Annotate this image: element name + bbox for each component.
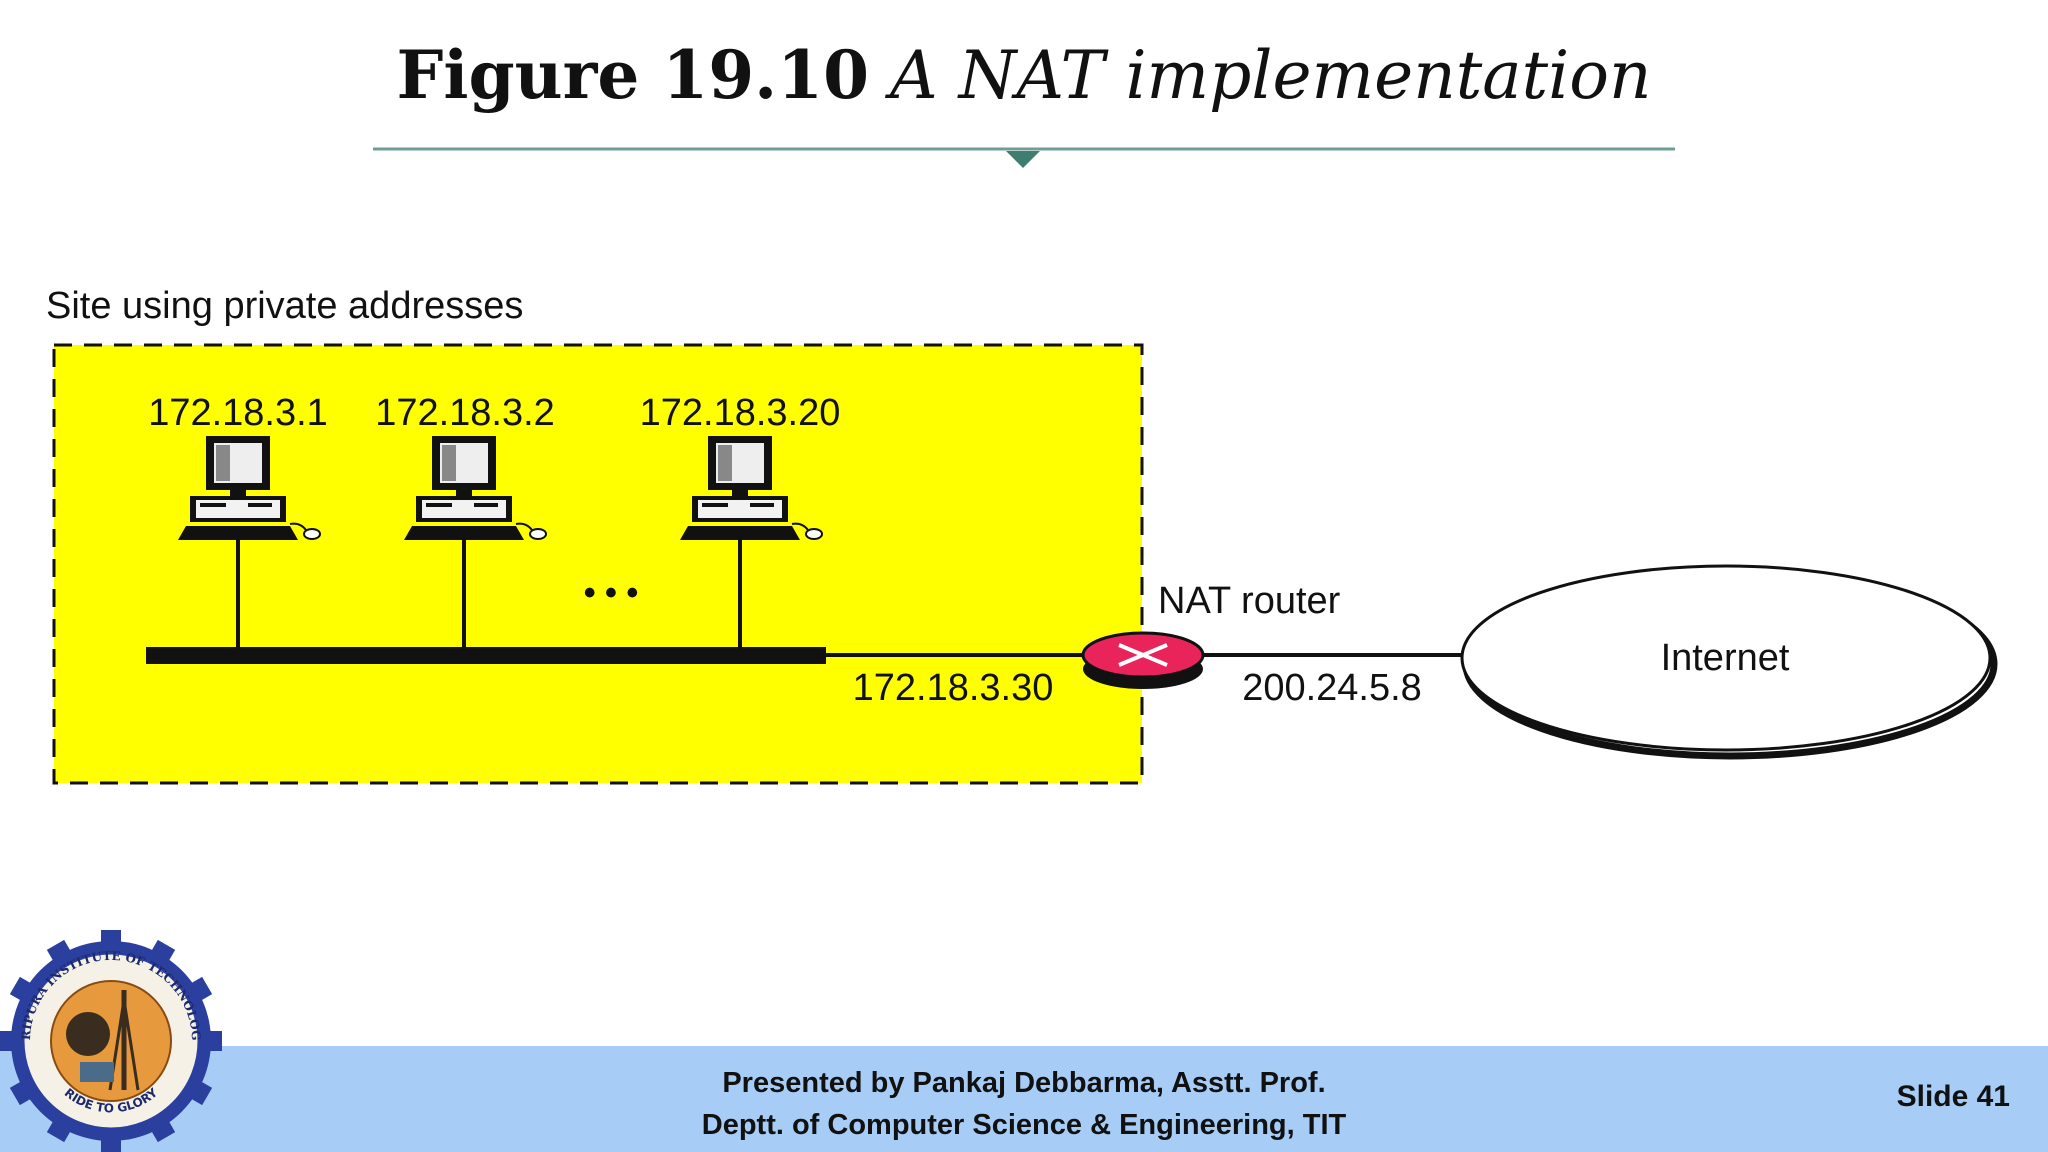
presenter-line: Presented by Pankaj Debbarma, Asstt. Pro… [722, 1067, 1326, 1099]
nat-router-label: NAT router [1158, 580, 1341, 622]
internet-label: Internet [1661, 637, 1790, 679]
slide-title: Figure 19.10 A NAT implementation [0, 36, 2048, 114]
host-3-address: 172.18.3.20 [640, 392, 841, 434]
router-private-address: 172.18.3.30 [853, 667, 1054, 709]
footer-band [0, 1046, 2048, 1152]
computer-icon [404, 436, 547, 540]
router-public-address: 200.24.5.8 [1242, 667, 1422, 709]
slide-number: Slide 41 [1896, 1080, 2010, 1113]
more-hosts-ellipsis: • • • [584, 574, 639, 612]
computer-icon [178, 436, 321, 540]
host-2-address: 172.18.3.2 [375, 392, 555, 434]
private-site-box [52, 343, 1144, 785]
department-line: Deptt. of Computer Science & Engineering… [701, 1109, 1347, 1141]
nat-router-icon [1081, 631, 1205, 689]
divider-arrow-icon [1006, 151, 1040, 168]
nat-diagram: Site using private addresses 172.18.3.1 … [46, 147, 1998, 785]
institute-logo: TRIPURA INSTITUTE OF TECHNOLOGY RIDE TO … [0, 930, 222, 1152]
figure-number: Figure 19.10 [396, 36, 870, 114]
host-1-address: 172.18.3.1 [148, 392, 328, 434]
presenter-credit: Presented by Pankaj Debbarma, Asstt. Pro… [540, 1062, 1508, 1146]
lan-bus [146, 647, 826, 664]
site-label: Site using private addresses [46, 285, 523, 327]
computer-icon [680, 436, 823, 540]
figure-caption: A NAT implementation [890, 37, 1652, 114]
